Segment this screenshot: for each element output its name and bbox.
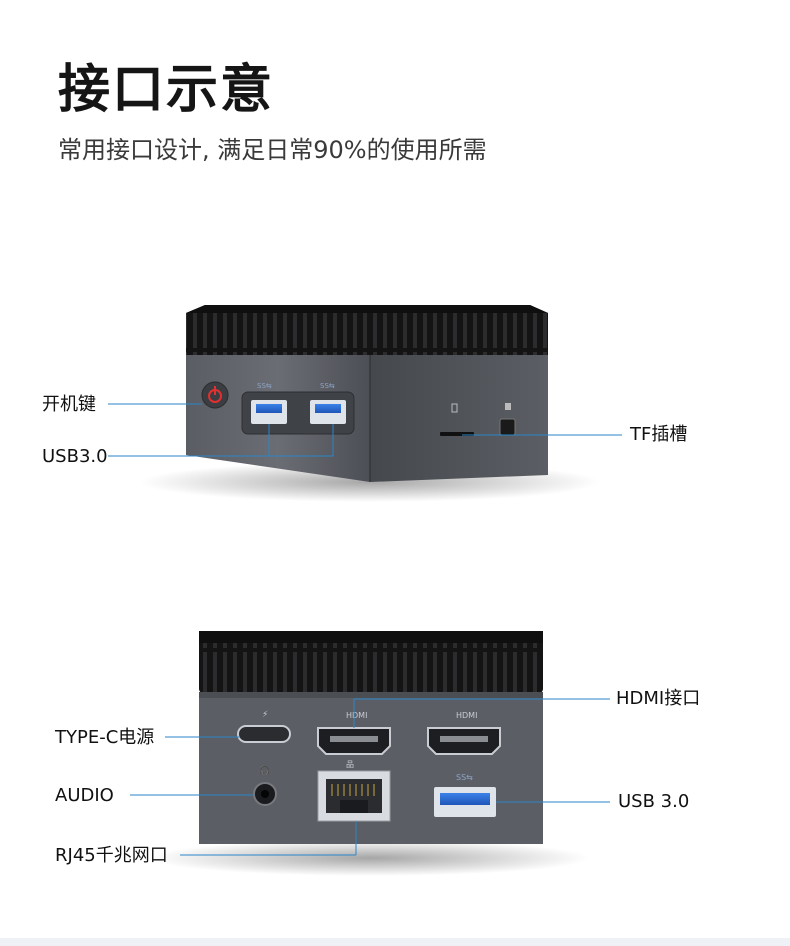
label-tf-slot: TF插槽 bbox=[630, 424, 688, 445]
footer-strip bbox=[0, 938, 790, 946]
hdmi-port-icon: HDMI bbox=[427, 711, 501, 755]
page-title: 接口示意 bbox=[58, 60, 275, 120]
usb-port-icon: SS⇆ bbox=[310, 382, 346, 424]
rear-device: ⚡ HDMI HDMI 🎧 bbox=[150, 631, 590, 876]
hdmi-port-icon: HDMI bbox=[317, 711, 391, 755]
audio-jack-icon: 🎧 bbox=[253, 764, 277, 806]
label-rj45: RJ45千兆网口 bbox=[55, 845, 168, 866]
svg-text:SS⇆: SS⇆ bbox=[257, 382, 272, 390]
usb-port-icon: SS⇆ bbox=[434, 773, 496, 817]
label-hdmi: HDMI接口 bbox=[616, 688, 701, 709]
label-usb3-rear: USB 3.0 bbox=[618, 791, 690, 812]
svg-text:SS⇆: SS⇆ bbox=[456, 773, 473, 782]
front-device: SS⇆ SS⇆ bbox=[140, 305, 600, 502]
page-subtitle: 常用接口设计, 满足日常90%的使用所需 bbox=[58, 136, 487, 164]
type-c-port-icon: ⚡ bbox=[237, 710, 291, 743]
svg-text:SS⇆: SS⇆ bbox=[320, 382, 335, 390]
label-usb3-front: USB3.0 bbox=[42, 446, 108, 467]
label-audio: AUDIO bbox=[55, 785, 114, 806]
svg-text:HDMI: HDMI bbox=[346, 711, 367, 720]
label-type-c: TYPE-C电源 bbox=[55, 727, 155, 748]
svg-text:⚡: ⚡ bbox=[262, 710, 268, 720]
svg-text:🎧: 🎧 bbox=[259, 764, 270, 776]
svg-text:品: 品 bbox=[346, 760, 354, 769]
svg-text:HDMI: HDMI bbox=[456, 711, 477, 720]
usb-port-icon: SS⇆ bbox=[251, 382, 287, 424]
power-icon[interactable] bbox=[201, 381, 229, 409]
rj45-port-icon: 品 bbox=[317, 760, 391, 822]
label-power-button: 开机键 bbox=[42, 394, 96, 415]
lock-slot-icon bbox=[499, 403, 516, 436]
